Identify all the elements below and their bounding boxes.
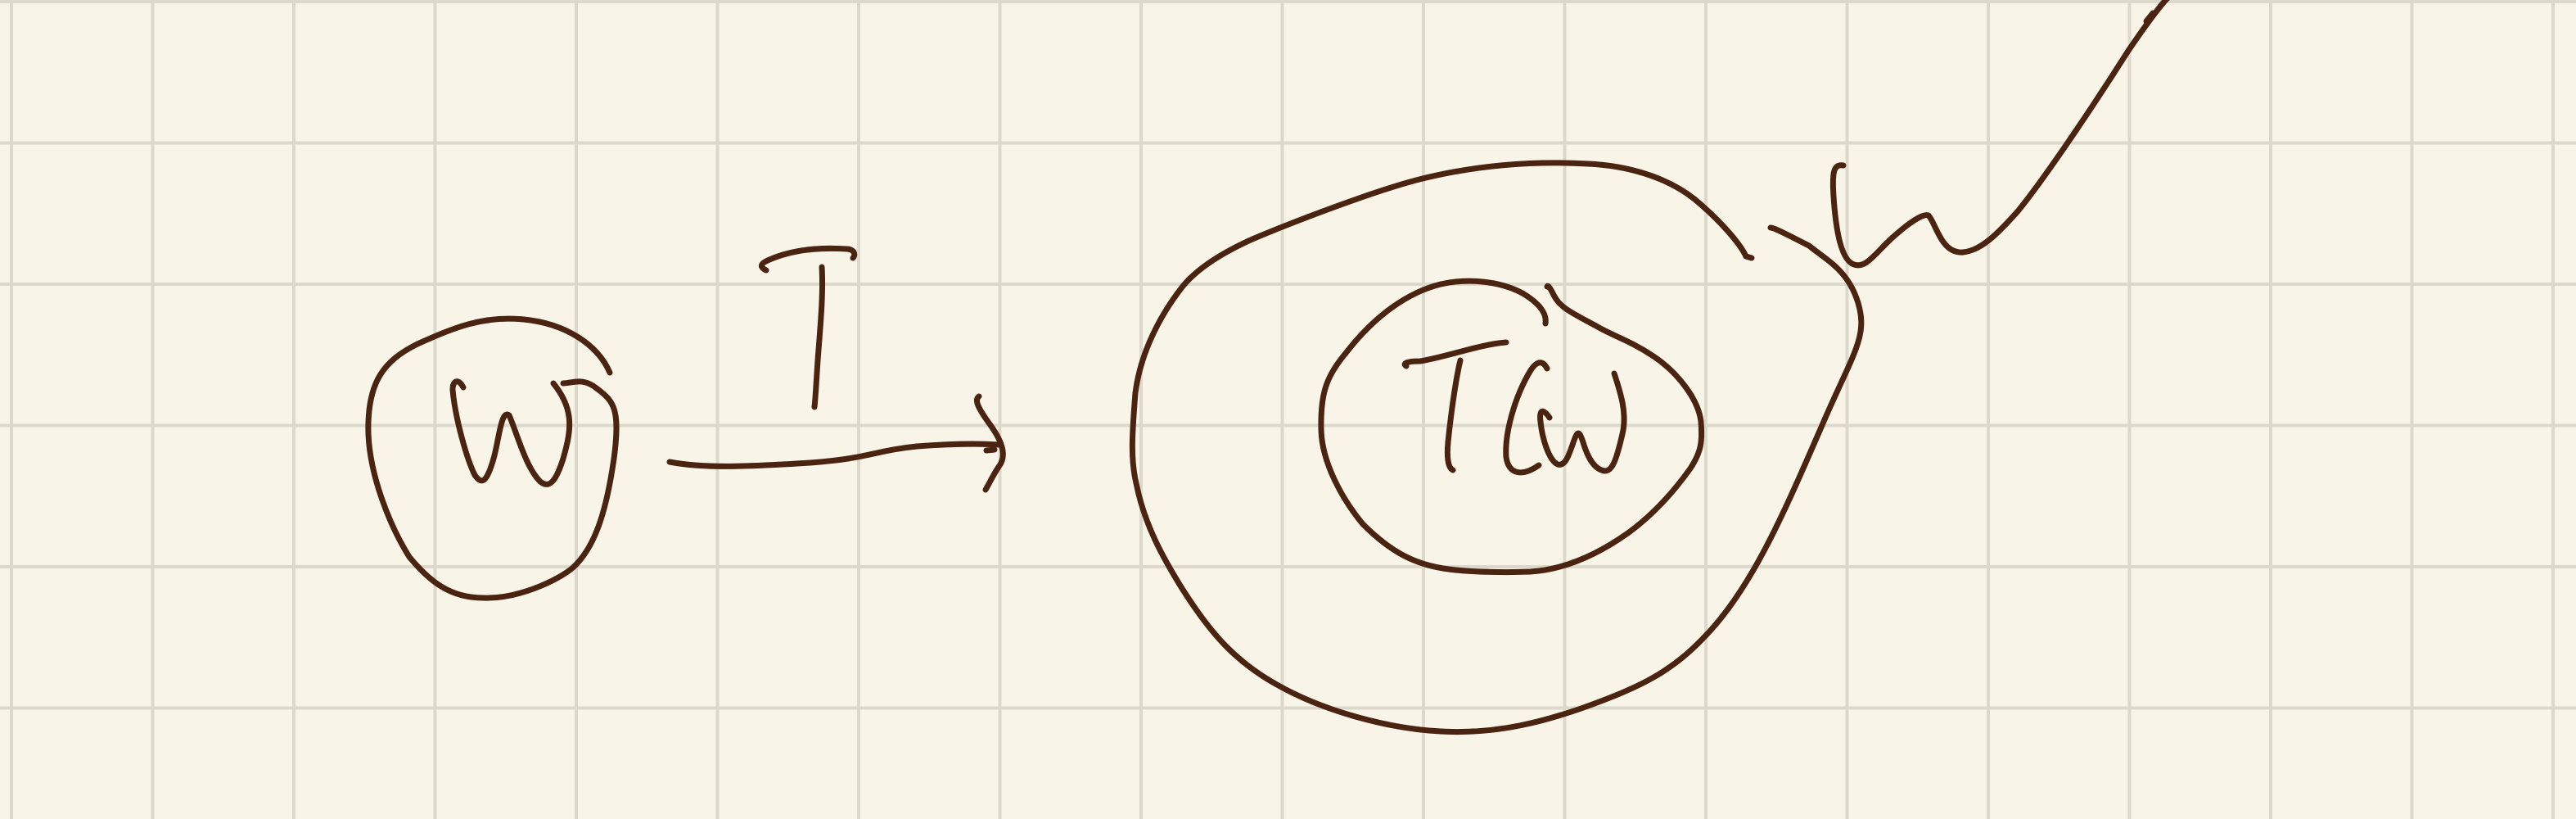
inner-set-label-t-stem (1444, 357, 1464, 473)
outer-set-label-w (1829, 0, 2170, 269)
left-set-circle (365, 315, 620, 601)
outer-set-stray-mark (1743, 253, 1755, 261)
map-arrow (666, 245, 1006, 493)
map-label-t-stem (811, 264, 826, 410)
inner-set (1318, 278, 1705, 576)
map-arrow-head (974, 393, 1006, 493)
inner-set-label-paren-open (1503, 360, 1550, 476)
outer-set-label-w-tick (2143, 10, 2156, 25)
inner-set-label-t-bar (1401, 339, 1509, 369)
map-arrow-shaft (666, 441, 1002, 469)
map-label-t-bar (759, 245, 858, 274)
left-set (365, 315, 620, 601)
inner-set-label-w (1537, 370, 1627, 474)
outer-set-boundary (1129, 160, 1865, 735)
outer-set (1129, 0, 2170, 735)
inner-set-boundary (1318, 278, 1705, 576)
left-set-label-w (449, 378, 573, 487)
